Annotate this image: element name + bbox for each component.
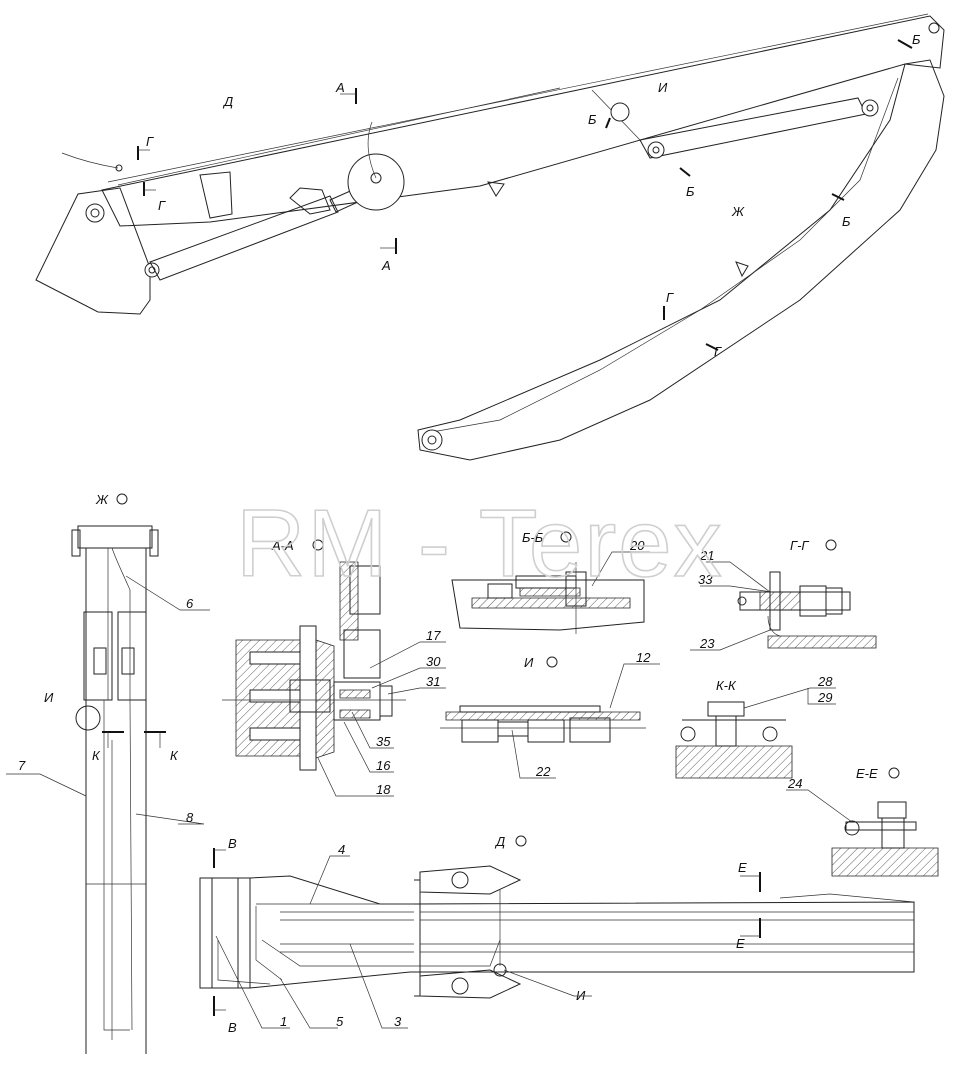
section-mark-b3: Б xyxy=(912,32,921,47)
part-number-6: 6 xyxy=(186,596,194,611)
section-b-b-drawing xyxy=(451,562,645,634)
section-mark-k-left: К xyxy=(92,748,101,763)
view-mark-i-left: И xyxy=(44,690,54,705)
part-number-30: 30 xyxy=(426,654,441,669)
part-number-7: 7 xyxy=(18,758,26,773)
part-number-5: 5 xyxy=(336,1014,344,1029)
section-a-a-drawing xyxy=(222,561,406,771)
part-number-31: 31 xyxy=(426,674,440,689)
section-mark-v-bottom: В xyxy=(228,1020,237,1035)
section-mark-a-top: А xyxy=(335,80,345,95)
section-mark-b4: Б xyxy=(842,214,851,229)
part-number-12: 12 xyxy=(636,650,651,665)
section-mark-g2: Г xyxy=(158,198,166,213)
section-title-g-g: Г-Г xyxy=(790,538,809,553)
section-mark-e-bottom: Е xyxy=(736,936,745,951)
section-mark-g1: Г xyxy=(146,134,154,149)
part-number-17: 17 xyxy=(426,628,441,643)
section-mark-e-top: Е xyxy=(738,860,747,875)
part-number-28: 28 xyxy=(817,674,833,689)
boom-stick-side-view xyxy=(35,13,945,461)
part-number-35: 35 xyxy=(376,734,391,749)
view-mark-i-top: И xyxy=(658,80,668,95)
part-number-29: 29 xyxy=(817,690,832,705)
section-k-k-drawing xyxy=(675,701,793,779)
section-e-e-drawing xyxy=(831,801,939,877)
view-mark-d: Д xyxy=(222,94,233,109)
section-mark-g3: Г xyxy=(666,290,674,305)
leader-lines xyxy=(6,551,853,1029)
section-mark-k-right: К xyxy=(170,748,179,763)
view-title-d: Д xyxy=(494,834,505,849)
part-number-24: 24 xyxy=(787,776,802,791)
watermark: RM - Terex xyxy=(236,490,724,597)
view-title-zh: Ж xyxy=(95,492,109,507)
view-mark-i-bottom: И xyxy=(576,988,586,1003)
section-title-b-b-circle xyxy=(560,531,572,543)
part-number-4: 4 xyxy=(338,842,345,857)
section-mark-b1: Б xyxy=(588,112,597,127)
section-title-e-e: Е-Е xyxy=(856,766,878,781)
part-number-20: 20 xyxy=(629,538,645,553)
part-number-23: 23 xyxy=(699,636,715,651)
section-mark-b2: Б xyxy=(686,184,695,199)
view-title-i: И xyxy=(524,655,534,670)
section-title-a-a-circle xyxy=(312,539,324,551)
section-title-g-g-circle xyxy=(825,539,837,551)
section-title-k-k: К-К xyxy=(716,678,737,693)
section-title-b-b: Б-Б xyxy=(522,530,544,545)
view-title-d-circle xyxy=(515,835,527,847)
part-number-22: 22 xyxy=(535,764,551,779)
section-title-e-e-circle xyxy=(888,767,900,779)
section-mark-v-top: В xyxy=(228,836,237,851)
part-number-16: 16 xyxy=(376,758,391,773)
part-number-1: 1 xyxy=(280,1014,287,1029)
view-zh-drawing xyxy=(71,525,166,1054)
section-title-a-a: А-А xyxy=(271,538,294,553)
part-number-8: 8 xyxy=(186,810,194,825)
part-number-21: 21 xyxy=(699,548,714,563)
view-title-zh-circle xyxy=(116,493,128,505)
leader-i-bottom xyxy=(503,969,592,997)
view-d-drawing xyxy=(199,848,915,1016)
view-title-i-circle xyxy=(546,656,558,668)
section-mark-a-bottom: А xyxy=(381,258,391,273)
part-number-3: 3 xyxy=(394,1014,402,1029)
view-mark-zh: Ж xyxy=(731,204,745,219)
section-mark-g4: Г xyxy=(714,344,722,359)
section-g-g-drawing xyxy=(737,571,877,649)
part-number-18: 18 xyxy=(376,782,391,797)
view-i-drawing xyxy=(440,705,646,743)
part-number-33: 33 xyxy=(698,572,713,587)
